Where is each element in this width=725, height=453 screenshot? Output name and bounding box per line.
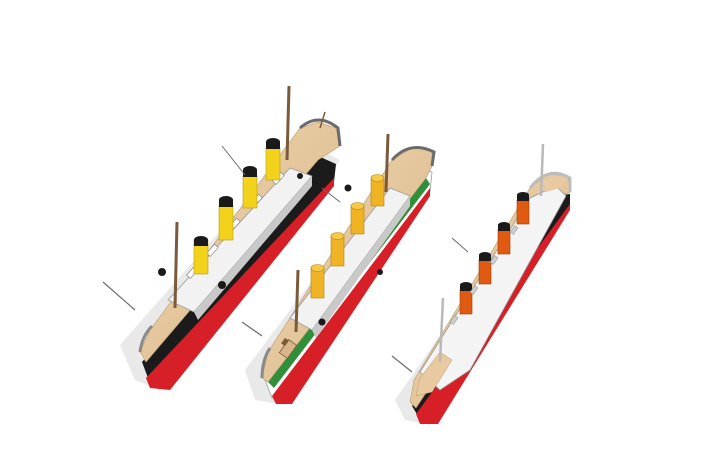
- ship-left-funnel-4: [265, 138, 281, 181]
- ship-middle-vents: [318, 184, 383, 326]
- ship-left-bow-rail: [299, 118, 342, 147]
- ship-middle-stern-rail: [260, 347, 272, 379]
- ship-right-aft-deck: [415, 351, 453, 397]
- ship-middle-bow-rail: [390, 146, 436, 167]
- ship-right-mast-fore: [539, 143, 545, 197]
- ship-right-stern-pole: [391, 355, 413, 373]
- ship-right-forecastle: [540, 176, 566, 192]
- ship-left-stern-rail: [138, 324, 154, 353]
- ship-right-funnel-4: [516, 192, 530, 225]
- ship-right-superstructure: [419, 185, 567, 391]
- ship-left[interactable]: [102, 85, 342, 390]
- ship-right-funnel-3: [497, 222, 511, 255]
- ship-right-funnel-1: [459, 282, 473, 315]
- ship-left-waterline: [146, 178, 334, 390]
- ship-middle-deckhouse: [278, 337, 298, 359]
- ship-middle-superstructure-shadow: [312, 196, 410, 338]
- ship-right-mast-aft: [438, 297, 445, 363]
- ship-left-stern-pole: [102, 281, 136, 311]
- ship-middle-rigging-line: [321, 187, 341, 203]
- ship-right-funnels: [459, 192, 530, 315]
- ship-middle-mast-aft: [294, 269, 300, 333]
- ship-middle-funnels: [310, 174, 385, 299]
- ship-middle-mast-fore: [384, 133, 390, 193]
- ship-middle-funnel-1: [310, 264, 325, 299]
- ship-left-jackstaff-bow: [319, 111, 326, 129]
- ship-right-funnel-2: [478, 252, 492, 285]
- ship-left-funnels: [193, 138, 281, 275]
- ship-middle-waterline: [272, 188, 430, 404]
- ship-middle-funnel-4: [370, 174, 385, 207]
- ship-left-vents: [158, 173, 303, 289]
- ship-right[interactable]: [391, 143, 572, 425]
- ship-left-funnel-2: [218, 196, 234, 241]
- ship-middle-funnel-2: [330, 232, 345, 267]
- ship-right-bow-rail: [528, 171, 572, 192]
- ship-left-funnel-3: [242, 166, 258, 209]
- ship-middle-stern-pole: [241, 321, 263, 337]
- ship-left-funnel-1: [193, 236, 209, 275]
- ship-right-rigging-line: [451, 237, 469, 253]
- ship-middle[interactable]: [241, 133, 436, 405]
- ship-left-mast-aft: [173, 221, 179, 309]
- ship-left-mast-fore: [285, 85, 291, 161]
- ship-left-rigging-line: [221, 145, 246, 176]
- ship-right-deck-details: [449, 225, 519, 325]
- ship-middle-funnel-3: [350, 202, 365, 235]
